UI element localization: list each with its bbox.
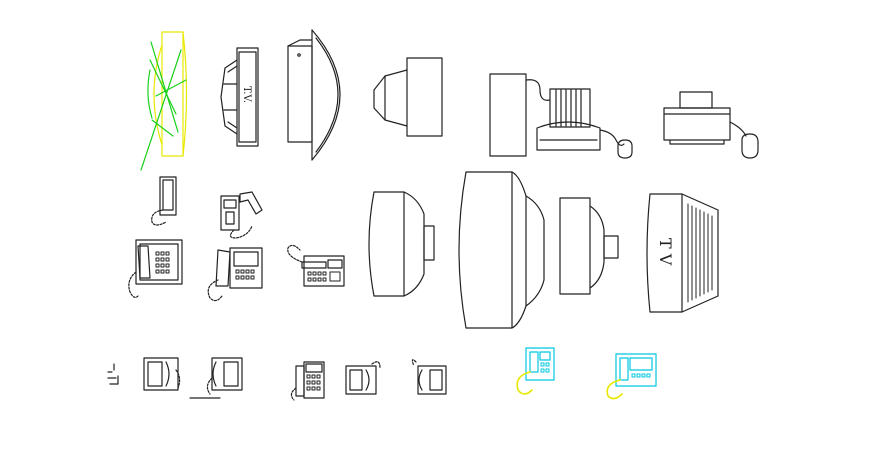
tv-top-view-labeled: T.V.: [220, 47, 259, 147]
phone-colored-2: [606, 353, 657, 400]
desk-phone-display: [207, 247, 263, 302]
wall-phone-2: [220, 191, 263, 239]
tv-back-curved: [368, 191, 435, 297]
desk-phone-wide: [287, 244, 345, 287]
tv-side-view: [559, 197, 619, 295]
handset-small-glyph: [107, 363, 119, 385]
wall-phone-1: [151, 176, 177, 226]
monitor-curved-large: [287, 29, 341, 161]
desk-phone-keypad: [128, 239, 183, 298]
tv-front-label: T.V.: [241, 86, 252, 103]
desktop-computer-with-mouse: [489, 73, 633, 159]
printer-with-mouse: [663, 91, 759, 159]
intercom-panel-1: [143, 357, 181, 391]
keypad-phone-tall: [290, 361, 325, 401]
intercom-panel-3: [345, 361, 381, 395]
tv-side-highlighted-block: [140, 31, 188, 171]
phone-colored-1: [516, 347, 555, 395]
tv-large-curved: [458, 171, 545, 329]
intercom-panel-2: [189, 357, 243, 399]
intercom-panel-4: [411, 359, 447, 395]
tv-side-label: T V: [656, 238, 675, 266]
monitor-side-small: [373, 57, 443, 137]
tv-side-ribbed-labeled: T V: [646, 193, 719, 313]
